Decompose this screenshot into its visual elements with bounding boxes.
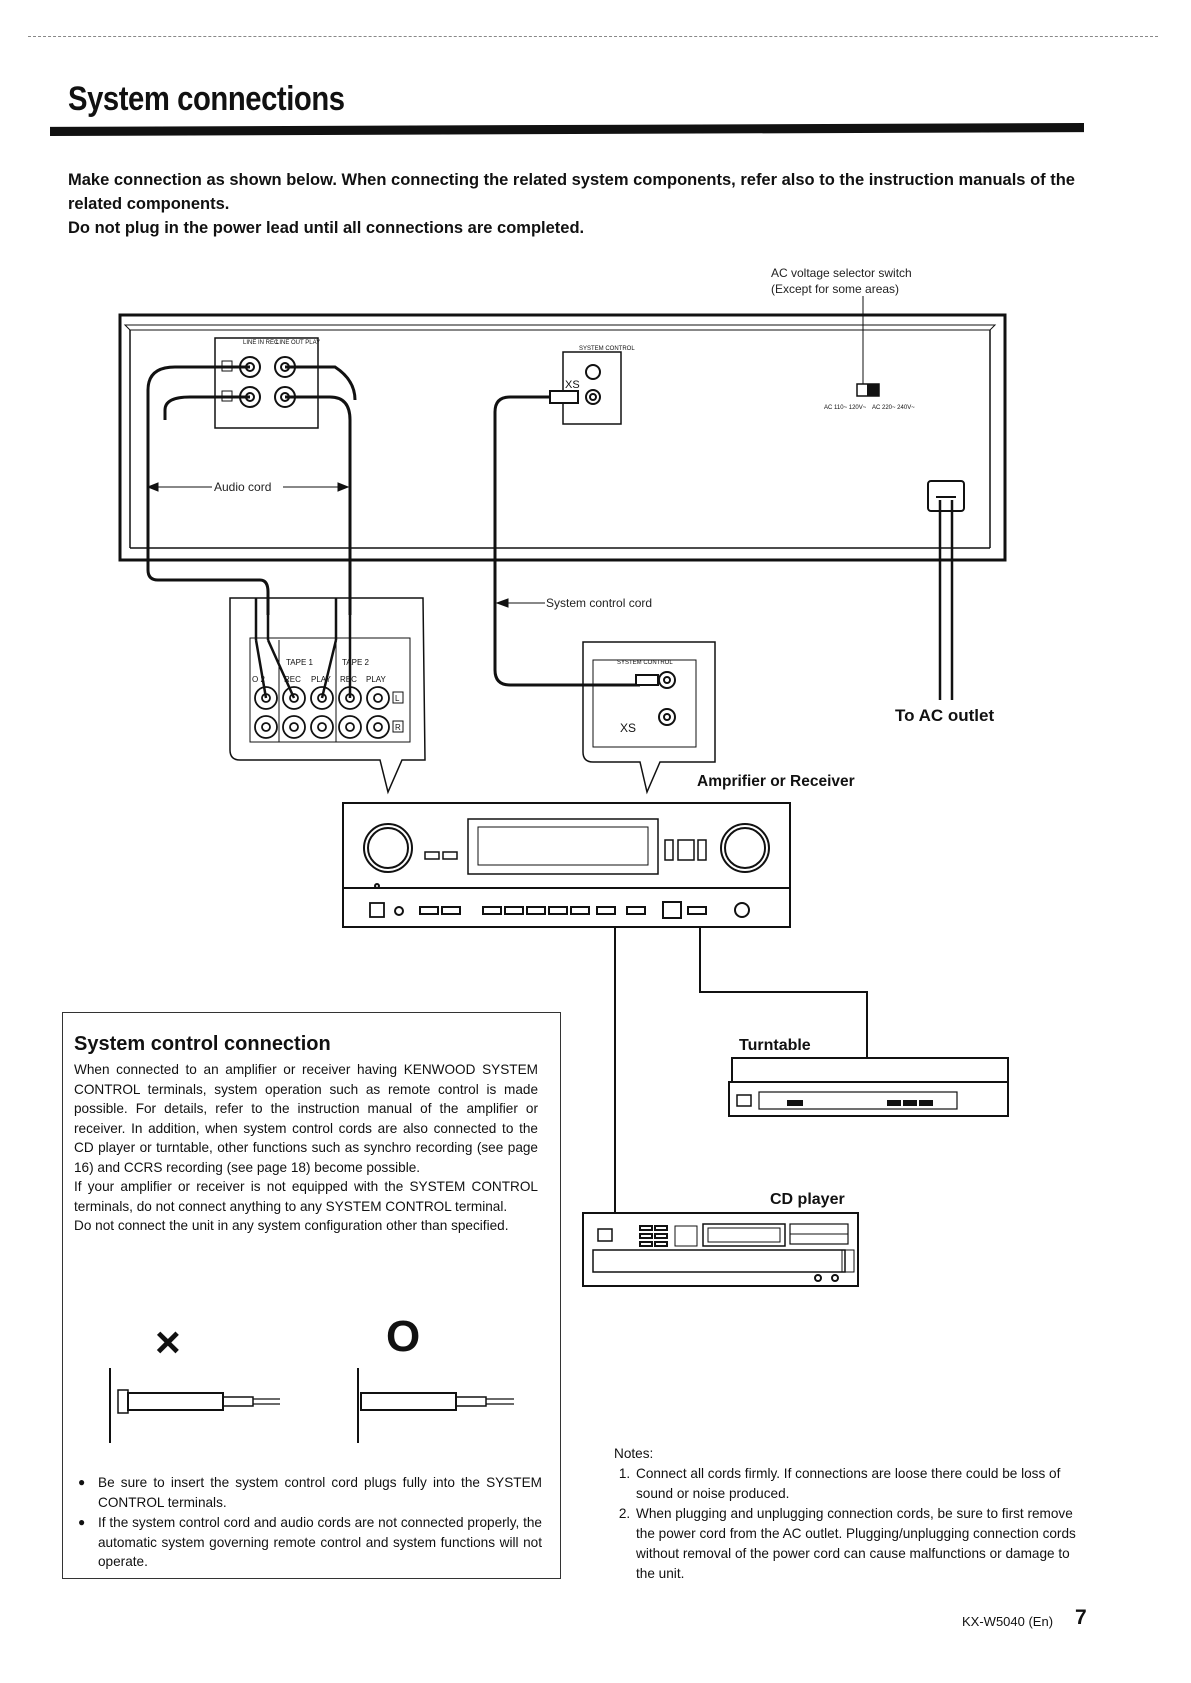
amp-xs-label: XS xyxy=(620,721,636,735)
turntable-front xyxy=(728,1057,1009,1117)
tape2-rec-label: REC xyxy=(340,675,357,684)
wrong-insertion xyxy=(109,1368,280,1443)
system-control-bullets: Be sure to insert the system control cor… xyxy=(78,1473,542,1573)
amp-system-control-label: SYSTEM CONTROL xyxy=(617,660,673,666)
intro-line-2: Do not plug in the power lead until all … xyxy=(68,219,585,237)
intro-text: Make connection as shown below. When con… xyxy=(68,168,1078,240)
top-rule xyxy=(28,36,1158,37)
intro-line-1: Make connection as shown below. When con… xyxy=(68,171,1075,213)
channel-l-label: L xyxy=(395,694,400,703)
sc-paragraph-2: If your amplifier or receiver is not equ… xyxy=(74,1179,538,1214)
tape1-play-label: PLAY xyxy=(311,675,332,684)
tape-deck-rear-panel xyxy=(118,313,1007,562)
video2-label: O 2 xyxy=(252,675,265,684)
amplifier-front xyxy=(342,802,791,928)
deck-system-control-label: SYSTEM CONTROL xyxy=(579,346,635,352)
amp-tape-terminal-callout xyxy=(229,597,426,795)
line-terminal-block xyxy=(214,337,319,429)
tape2-play-label: PLAY xyxy=(366,675,387,684)
cd-player-front xyxy=(582,1212,859,1287)
ac-switch-label-2: (Except for some areas) xyxy=(771,282,900,296)
system-control-connection-box xyxy=(62,1012,561,1579)
tape2-label: TAPE 2 xyxy=(342,658,370,667)
bullet-item: If the system control cord and audio cor… xyxy=(78,1513,542,1572)
audio-cord-arrow xyxy=(146,482,350,492)
amp-to-turntable-wire xyxy=(699,927,868,1058)
audio-cord-lines xyxy=(146,365,357,615)
tape1-label: TAPE 1 xyxy=(286,658,314,667)
sc-paragraph-1: When connected to an amplifier or receiv… xyxy=(74,1062,538,1175)
title-underline xyxy=(50,123,1084,136)
ac-220-label: AC 220~ 240V~ xyxy=(872,405,915,411)
ac-110-label: AC 110~ 120V~ xyxy=(824,405,867,411)
line-in-rec-label: LINE IN REC xyxy=(243,340,279,346)
channel-r-label: R xyxy=(395,723,401,732)
deck-xs-label: XS xyxy=(565,379,580,391)
line-out-play-label: LINE OUT PLAY xyxy=(276,340,320,346)
note-item: Connect all cords firmly. If connections… xyxy=(634,1464,1086,1504)
notes-section: Notes: Connect all cords firmly. If conn… xyxy=(614,1444,1086,1584)
notes-heading: Notes: xyxy=(614,1446,654,1461)
turntable-label: Turntable xyxy=(739,1037,811,1054)
to-ac-outlet-label: To AC outlet xyxy=(895,706,995,725)
system-control-title: System control connection xyxy=(74,1033,331,1055)
amplifier-label: Amprifier or Receiver xyxy=(697,773,855,790)
cd-player-label: CD player xyxy=(770,1191,845,1208)
sc-paragraph-3: Do not connect the unit in any system co… xyxy=(74,1218,509,1233)
deck-system-control-jack xyxy=(562,351,622,425)
ac-voltage-selector xyxy=(856,296,880,397)
footer-model: KX-W5040 (En) xyxy=(962,1614,1054,1629)
system-control-cord-arrow xyxy=(495,598,545,608)
audio-cord-label: Audio cord xyxy=(214,480,272,494)
system-control-body: When connected to an amplifier or receiv… xyxy=(74,1060,538,1236)
page-number: 7 xyxy=(1075,1606,1087,1629)
system-control-cord-label: System control cord xyxy=(546,596,653,610)
right-mark-icon: O xyxy=(386,1312,421,1361)
wrong-mark-icon: × xyxy=(155,1318,181,1367)
ac-switch-label-1: AC voltage selector switch xyxy=(771,266,912,280)
tape1-rec-label: REC xyxy=(284,675,301,684)
amp-system-control-callout xyxy=(582,641,716,795)
note-item: When plugging and unplugging connection … xyxy=(634,1504,1086,1584)
right-insertion xyxy=(357,1368,514,1443)
power-cord xyxy=(927,480,965,700)
bullet-item: Be sure to insert the system control cor… xyxy=(78,1473,542,1512)
page-title: System connections xyxy=(68,80,345,118)
system-control-cord-line xyxy=(493,395,640,687)
plug-insertion-illustrations xyxy=(109,1368,514,1443)
